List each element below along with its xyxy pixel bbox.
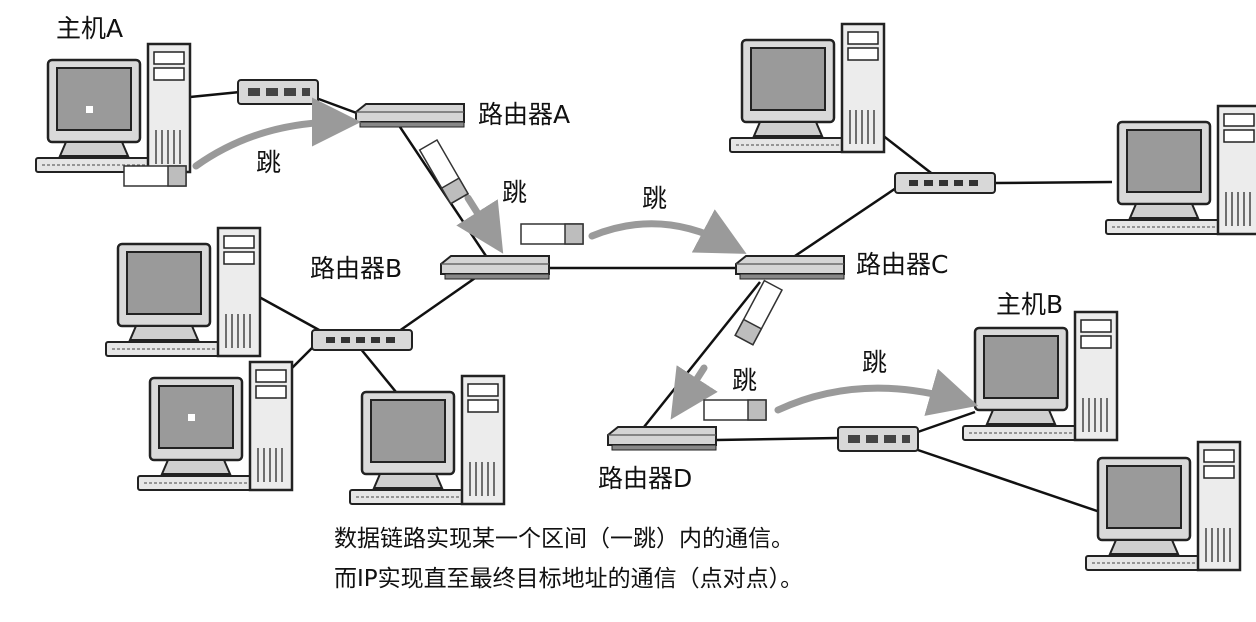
switch-c — [894, 172, 996, 194]
packet — [703, 399, 767, 421]
hop-arrow-2 — [456, 194, 504, 254]
computer-host-b — [961, 310, 1119, 442]
caption-line-1: 数据链路实现某一个区间（一跳）内的通信。 — [334, 526, 794, 552]
hop-arrow-4 — [670, 364, 718, 420]
host-b-label: 主机B — [996, 290, 1064, 319]
router-d — [607, 426, 717, 451]
hop-arrow-5 — [774, 368, 979, 416]
computer-left-2 — [136, 360, 294, 492]
router-b — [440, 255, 550, 280]
hop-arrow-3 — [588, 209, 747, 254]
router-c-label: 路由器C — [856, 250, 949, 279]
computer-left-1 — [104, 226, 262, 358]
packet — [734, 279, 783, 346]
hub-a — [237, 79, 319, 105]
router-b-label: 路由器B — [310, 254, 403, 283]
packet — [123, 165, 187, 187]
switch-b — [311, 329, 413, 351]
computer-top-right — [728, 22, 886, 154]
hop-label: 跳 — [862, 348, 888, 377]
computer-host-a — [34, 42, 192, 174]
router-d-label: 路由器D — [598, 464, 693, 493]
hub-d — [837, 426, 919, 452]
hop-arrows — [192, 97, 979, 420]
caption-line-2: 而IP实现直至最终目标地址的通信（点对点）。 — [334, 566, 804, 592]
screen-cursor — [86, 106, 93, 113]
hop-label: 跳 — [256, 148, 282, 177]
hop-arrow-1 — [192, 97, 361, 170]
computer-bottom-right — [1084, 440, 1242, 572]
hop-label: 跳 — [642, 184, 668, 213]
hop-label: 跳 — [732, 366, 758, 395]
packet — [520, 223, 584, 245]
router-a — [355, 103, 465, 128]
router-c — [735, 255, 845, 280]
host-a-label: 主机A — [56, 14, 124, 43]
computer-left-3 — [348, 374, 506, 506]
router-a-label: 路由器A — [478, 100, 571, 129]
hop-label: 跳 — [502, 178, 528, 207]
computer-right — [1104, 104, 1256, 236]
screen-cursor — [188, 414, 195, 421]
